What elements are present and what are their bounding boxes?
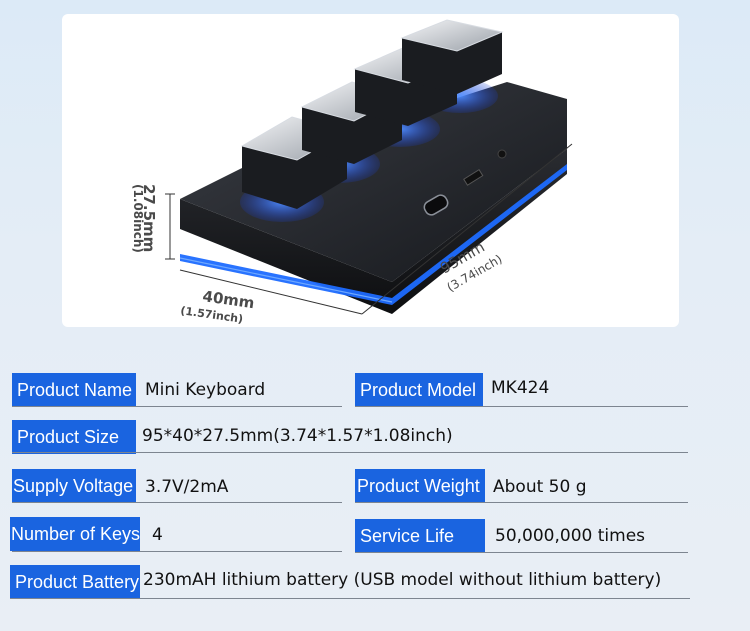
row-divider xyxy=(12,452,688,453)
supply-voltage-label: Supply Voltage xyxy=(12,469,136,503)
product-battery-label: Product Battery xyxy=(10,565,140,599)
number-of-keys-value: 4 xyxy=(152,525,163,545)
product-model-value: MK424 xyxy=(491,378,550,398)
product-weight-label: Product Weight xyxy=(355,469,485,503)
product-name-label: Product Name xyxy=(12,373,136,407)
keyboard-body xyxy=(179,82,567,314)
row-divider xyxy=(355,502,688,503)
height-dimension: 27.5mm (1.08inch) xyxy=(131,184,175,260)
row-divider xyxy=(355,552,688,553)
product-size-value: 95*40*27.5mm(3.74*1.57*1.08inch) xyxy=(142,426,453,446)
product-model-label: Product Model xyxy=(355,373,483,407)
row-divider xyxy=(12,406,342,407)
product-battery-value: 230mAH lithium battery (USB model withou… xyxy=(143,570,662,590)
keycap-4 xyxy=(400,19,504,94)
service-life-label: Service Life xyxy=(355,519,485,553)
service-life-value: 50,000,000 times xyxy=(495,526,646,546)
supply-voltage-value: 3.7V/2mA xyxy=(145,477,229,497)
row-divider xyxy=(12,502,342,503)
height-mm-label: 27.5mm xyxy=(140,184,158,252)
number-of-keys-label: Number of Keys xyxy=(10,517,140,551)
product-name-value: Mini Keyboard xyxy=(145,380,266,400)
product-photo-card: 27.5mm (1.08inch) 40mm (1.57inch) 95mm (… xyxy=(62,14,679,327)
height-inch-label: (1.08inch) xyxy=(131,184,145,253)
product-weight-value: About 50 g xyxy=(493,477,587,497)
product-size-label: Product Size xyxy=(12,420,136,454)
row-divider xyxy=(12,551,342,552)
keyboard-product-illustration: 27.5mm (1.08inch) 40mm (1.57inch) 95mm (… xyxy=(131,19,573,326)
row-divider xyxy=(355,406,688,407)
row-divider xyxy=(10,598,690,599)
